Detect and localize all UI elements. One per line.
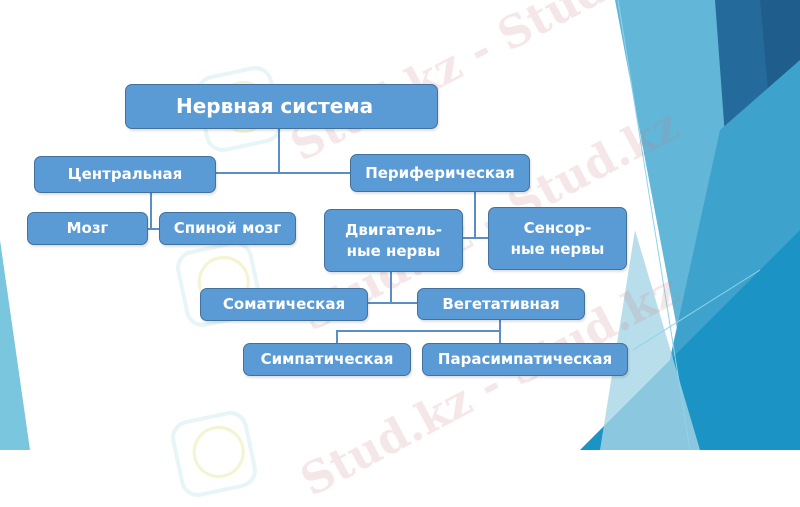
node-peripheral: Периферическая (350, 154, 530, 192)
connector (150, 193, 152, 230)
connector (368, 302, 417, 304)
node-label: Нервная система (176, 94, 374, 118)
node-label: Сенсор- ные нервы (510, 218, 605, 258)
node-motor-nerves: Двигатель- ные нервы (324, 209, 463, 272)
node-nervous-system: Нервная система (125, 84, 438, 129)
connector (463, 237, 488, 239)
node-label: Парасимпатическая (437, 350, 613, 368)
node-label: Соматическая (222, 295, 346, 313)
node-brain: Мозг (27, 212, 148, 245)
connector (474, 192, 476, 239)
node-parasympathetic: Парасимпатическая (422, 343, 628, 376)
node-spinal-cord: Спиной мозг (159, 212, 296, 245)
node-label: Центральная (67, 165, 183, 183)
connector (278, 129, 280, 174)
node-sensory-nerves: Сенсор- ные нервы (488, 207, 627, 270)
node-label: Периферическая (365, 163, 515, 182)
node-label: Двигатель- ные нервы (345, 220, 442, 260)
connector (336, 330, 501, 332)
watermark-logo-icon (167, 407, 261, 501)
connector (216, 172, 350, 174)
node-central: Центральная (34, 156, 216, 193)
connector (148, 228, 159, 230)
connector (390, 272, 392, 304)
node-somatic: Соматическая (200, 288, 368, 321)
node-label: Спиной мозг (173, 219, 282, 237)
node-label: Симпатическая (260, 350, 394, 368)
node-label: Вегетативная (442, 294, 560, 313)
node-autonomic: Вегетативная (417, 288, 585, 320)
node-sympathetic: Симпатическая (243, 343, 411, 376)
connector (336, 330, 338, 343)
slide-decoration (0, 0, 800, 450)
node-label: Мозг (66, 219, 109, 237)
